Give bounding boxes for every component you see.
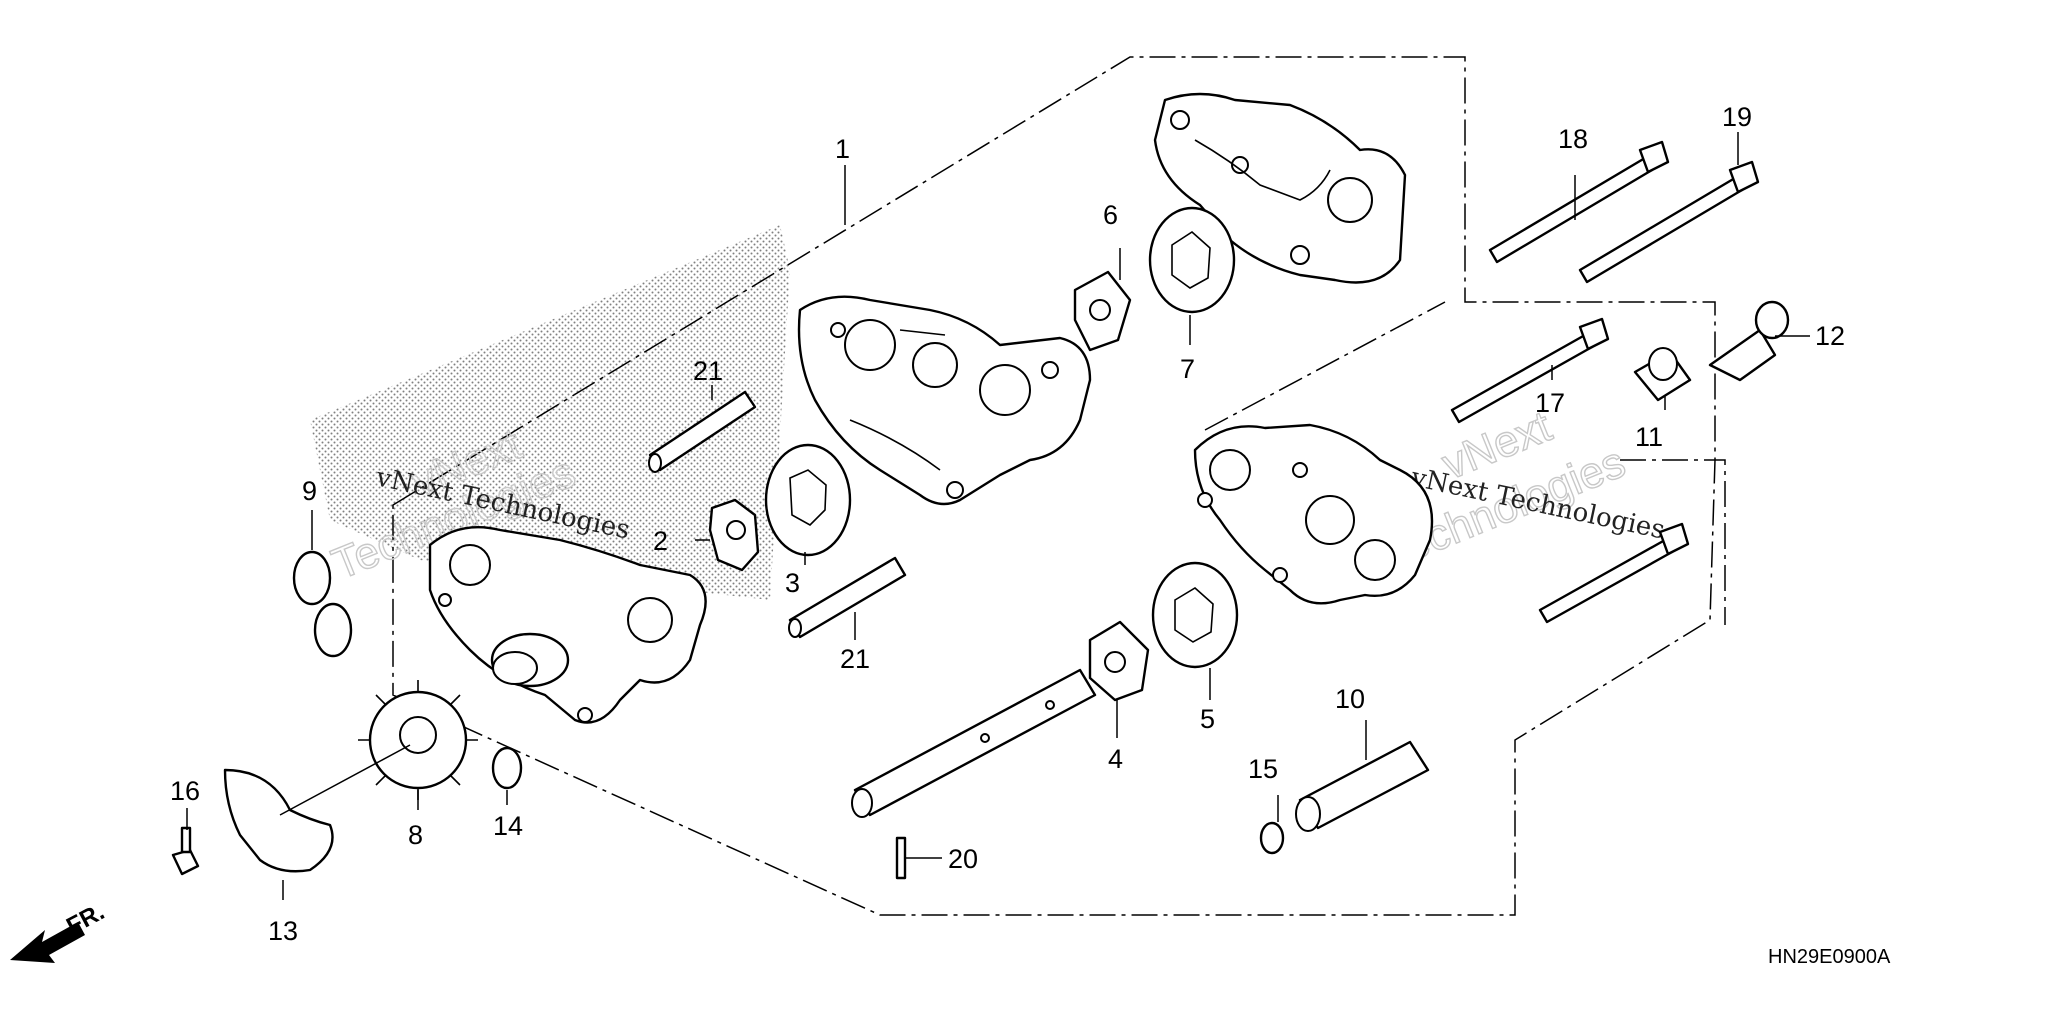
washer-14 [491,746,523,790]
callout-9: 9 [302,476,317,506]
bolt-16 [171,826,200,876]
callout-14: 14 [493,811,523,841]
callout-19: 19 [1722,102,1752,132]
chain-13 [223,768,334,873]
inner-rotor-4 [1088,620,1150,702]
callout-21-upper: 21 [693,356,723,386]
o-ring-9-upper [292,550,332,606]
callout-8: 8 [408,820,423,850]
callout-1: 1 [835,134,850,164]
assembly-boundary-outline [392,56,1716,916]
assembly-boundary-lower [1620,459,1726,625]
sprocket-8 [358,680,478,800]
callout-16: 16 [170,776,200,806]
pump-body-lower [1193,423,1434,605]
leader-lines [186,132,1810,900]
bolt-18 [1488,140,1670,264]
callout-6: 6 [1103,200,1118,230]
callout-20: 20 [948,844,978,874]
callout-5: 5 [1200,704,1215,734]
callout-11: 11 [1635,422,1663,452]
callout-18: 18 [1558,124,1588,154]
stipple-shadow [310,225,790,600]
diagram-code: HN29E0900A [1768,946,1891,968]
pin-20 [895,836,907,880]
bolt-19 [1578,160,1760,284]
bushing-11 [1633,347,1692,402]
callout-15: 15 [1248,754,1278,784]
bolt-lower [1538,522,1690,624]
callout-13: 13 [268,916,298,946]
circlip-15 [1259,821,1285,855]
collar-10 [1295,740,1430,832]
callout-7: 7 [1180,354,1195,384]
pump-body-upper [797,295,1092,506]
outer-rotor-5 [1151,561,1239,669]
front-arrow-icon: FR. [10,898,109,963]
dowel-pin-upper [648,390,757,473]
outer-rotor-3 [764,443,852,557]
assembly-boundary-inner [1204,301,1446,431]
pump-cover-left [428,526,707,724]
rear-plate [1153,92,1407,284]
callout-10: 10 [1335,684,1365,714]
inner-rotor-6 [1073,270,1132,352]
pump-shaft [851,668,1097,818]
callout-12: 12 [1815,321,1845,351]
inner-rotor-2 [708,498,760,572]
o-ring-9-lower [313,602,353,658]
callout-2: 2 [653,526,668,556]
callout-4: 4 [1108,744,1123,774]
dowel-pin-lower [788,556,907,639]
bolt-17 [1450,317,1610,424]
guide-12 [1708,300,1790,382]
callout-3: 3 [785,568,800,598]
callout-17: 17 [1535,388,1565,418]
outer-rotor-7 [1148,206,1236,314]
callout-21-lower: 21 [840,644,870,674]
